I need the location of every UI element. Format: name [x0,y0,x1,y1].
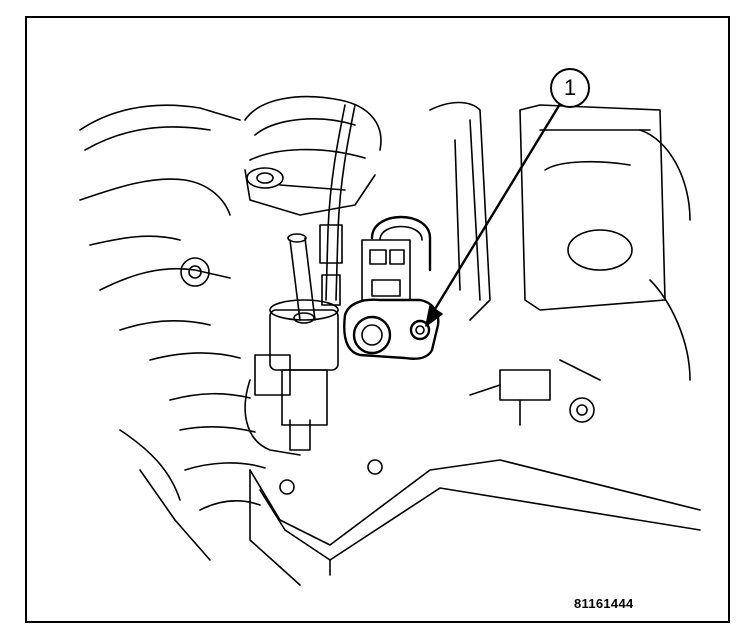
upper-housing [244,95,382,216]
mounting-bolt-right [469,369,595,426]
callout-marker-1: 1 [550,68,590,108]
wire-harness [319,104,356,306]
callout-leader-line [425,102,562,327]
mounting-bolt-left [180,257,210,287]
figure-id: 81161444 [574,596,634,611]
sensor-component [343,215,440,360]
cylinder-assembly [244,233,339,456]
oil-pan [249,459,701,586]
engine-casting-lines [79,104,266,561]
right-housing [429,101,691,381]
